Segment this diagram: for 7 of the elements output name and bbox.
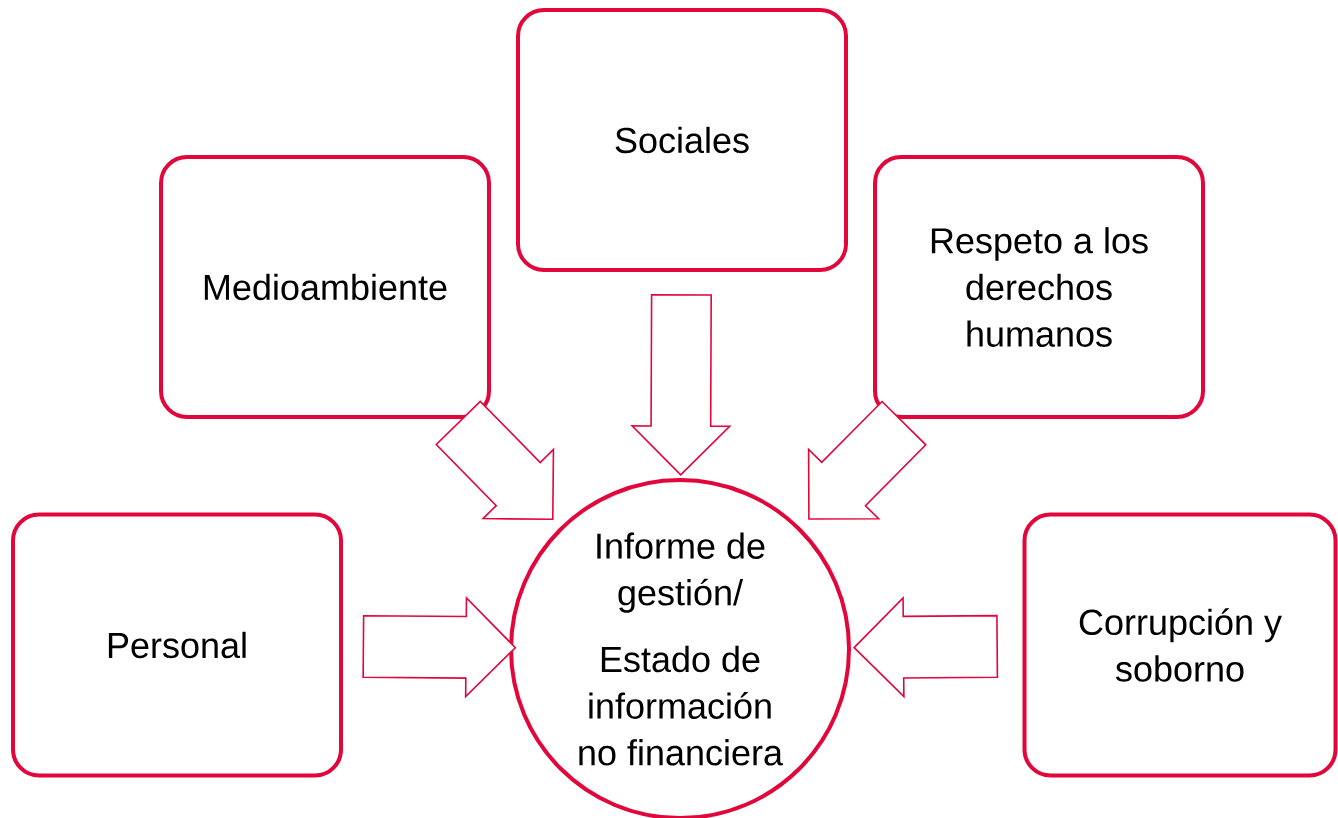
- rounded-box: Medioambiente: [159, 155, 491, 419]
- rounded-box: Corrupción y soborno: [1022, 512, 1338, 778]
- rounded-box: Respeto a los derechos humanos: [873, 155, 1205, 419]
- block-arrow: [807, 400, 927, 520]
- rounded-box: Personal: [11, 512, 343, 778]
- rounded-box: Sociales: [516, 8, 848, 272]
- block-arrow: [435, 400, 555, 521]
